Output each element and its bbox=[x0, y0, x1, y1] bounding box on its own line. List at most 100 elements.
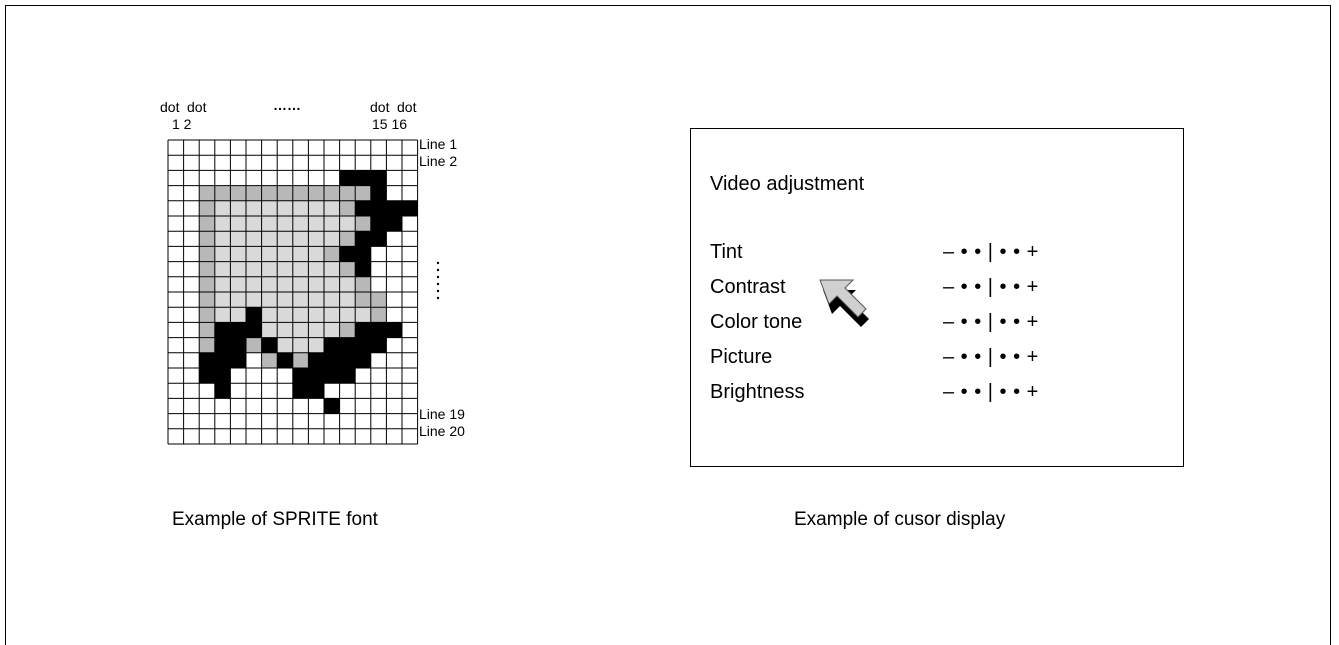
sprite-dot bbox=[230, 276, 246, 292]
sprite-dot bbox=[308, 307, 324, 323]
sprite-dot bbox=[214, 216, 231, 232]
sprite-dot bbox=[292, 368, 309, 384]
sprite-dot bbox=[277, 261, 293, 277]
sprite-dot bbox=[214, 368, 231, 384]
sprite-dot bbox=[339, 352, 356, 368]
sprite-dot bbox=[246, 292, 262, 308]
sprite-dot bbox=[214, 261, 231, 277]
sprite-dot bbox=[277, 216, 293, 232]
sprite-dot bbox=[277, 337, 293, 353]
sprite-dot bbox=[308, 261, 324, 277]
sprite-dot bbox=[324, 231, 340, 247]
sprite-dot bbox=[386, 322, 402, 338]
sprite-dot bbox=[246, 185, 262, 201]
sprite-dot bbox=[199, 322, 215, 338]
sprite-dot bbox=[277, 185, 293, 201]
sprite-dot bbox=[292, 322, 309, 338]
dot-label: dot bbox=[370, 99, 390, 115]
sprite-dot bbox=[277, 352, 293, 368]
sprite-dot bbox=[246, 307, 262, 323]
adjustment-scale[interactable]: – • • | • • + bbox=[943, 276, 1039, 298]
sprite-dot bbox=[355, 170, 371, 186]
sprite-dot bbox=[355, 200, 371, 216]
sprite-dot bbox=[386, 200, 402, 216]
dot-number-label: 1 2 bbox=[172, 116, 192, 132]
sprite-dot bbox=[246, 322, 262, 338]
sprite-dot bbox=[324, 398, 340, 414]
adjustment-scale[interactable]: – • • | • • + bbox=[943, 311, 1039, 333]
sprite-caption: Example of SPRITE font bbox=[172, 509, 378, 530]
sprite-dot bbox=[199, 261, 215, 277]
dot-label: dot bbox=[187, 99, 207, 115]
sprite-dot bbox=[230, 216, 246, 232]
adjustment-label: Tint bbox=[710, 241, 743, 263]
adjustment-label: Brightness bbox=[710, 381, 805, 403]
sprite-dot bbox=[339, 276, 356, 292]
sprite-dot bbox=[292, 261, 309, 277]
sprite-dot bbox=[339, 185, 356, 201]
sprite-dot bbox=[261, 185, 278, 201]
sprite-dot bbox=[261, 276, 278, 292]
sprite-dot bbox=[339, 292, 356, 308]
sprite-dot bbox=[199, 276, 215, 292]
sprite-dot bbox=[246, 337, 262, 353]
sprite-dot bbox=[324, 200, 340, 216]
sprite-dot bbox=[214, 200, 231, 216]
figure-frame bbox=[5, 5, 1331, 645]
adjustment-scale[interactable]: – • • | • • + bbox=[943, 346, 1039, 368]
sprite-dot bbox=[324, 216, 340, 232]
sprite-dot bbox=[199, 231, 215, 247]
sprite-dot bbox=[370, 322, 387, 338]
adjustment-scale[interactable]: – • • | • • + bbox=[943, 241, 1039, 263]
sprite-dot bbox=[324, 276, 340, 292]
sprite-dot bbox=[308, 216, 324, 232]
dot-number-label: 15 16 bbox=[372, 116, 408, 132]
sprite-dot bbox=[277, 276, 293, 292]
sprite-dot bbox=[261, 231, 278, 247]
sprite-dot bbox=[355, 231, 371, 247]
sprite-dot bbox=[214, 383, 231, 399]
sprite-dot bbox=[370, 307, 387, 323]
sprite-dot bbox=[292, 383, 309, 399]
sprite-dot bbox=[292, 307, 309, 323]
sprite-dot bbox=[402, 200, 418, 216]
sprite-dot bbox=[230, 352, 246, 368]
sprite-dot bbox=[199, 307, 215, 323]
sprite-dot bbox=[261, 352, 278, 368]
sprite-dot bbox=[214, 352, 231, 368]
sprite-dot bbox=[246, 231, 262, 247]
adjustment-scale[interactable]: – • • | • • + bbox=[943, 381, 1039, 403]
sprite-dot bbox=[230, 307, 246, 323]
sprite-dot bbox=[339, 368, 356, 384]
sprite-dot bbox=[230, 246, 246, 262]
sprite-dot bbox=[308, 231, 324, 247]
sprite-dot bbox=[308, 337, 324, 353]
sprite-dot bbox=[324, 352, 340, 368]
sprite-dot bbox=[230, 337, 246, 353]
sprite-dot bbox=[370, 216, 387, 232]
sprite-dot bbox=[230, 200, 246, 216]
sprite-dot bbox=[292, 337, 309, 353]
sprite-dot bbox=[339, 322, 356, 338]
sprite-dot bbox=[355, 276, 371, 292]
sprite-dot bbox=[214, 337, 231, 353]
sprite-dot bbox=[339, 216, 356, 232]
sprite-dot bbox=[277, 200, 293, 216]
sprite-dot bbox=[214, 322, 231, 338]
sprite-dot bbox=[308, 368, 324, 384]
sprite-dot bbox=[246, 246, 262, 262]
sprite-dot bbox=[386, 216, 402, 232]
sprite-dot bbox=[292, 246, 309, 262]
adjustment-label: Color tone bbox=[710, 311, 803, 333]
sprite-dot bbox=[324, 261, 340, 277]
sprite-dot bbox=[292, 185, 309, 201]
sprite-dot bbox=[277, 322, 293, 338]
sprite-dot bbox=[308, 352, 324, 368]
dot-label: dot bbox=[160, 99, 180, 115]
adjustment-label: Picture bbox=[710, 346, 773, 368]
sprite-dot bbox=[292, 292, 309, 308]
sprite-dot bbox=[308, 185, 324, 201]
sprite-dot bbox=[277, 246, 293, 262]
sprite-dot bbox=[308, 383, 324, 399]
